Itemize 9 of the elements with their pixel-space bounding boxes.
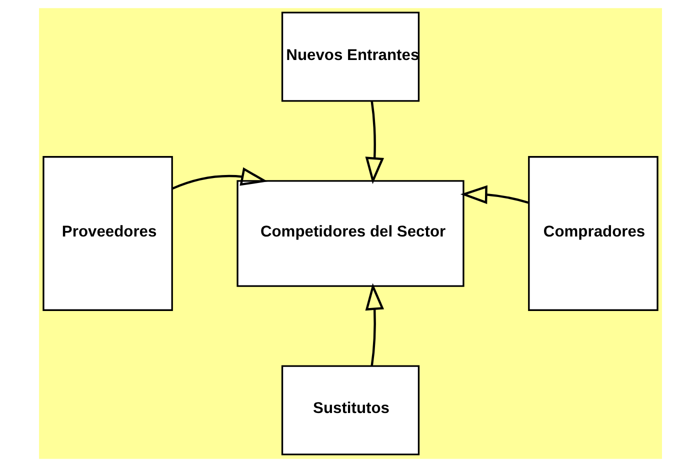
node-box: Proveedores bbox=[42, 156, 172, 311]
node-box: Sustitutos bbox=[280, 365, 420, 456]
arrow bbox=[364, 100, 384, 184]
arrow bbox=[460, 185, 528, 204]
node-box: Nuevos Entrantes bbox=[280, 12, 420, 102]
node-box: Compradores bbox=[528, 156, 658, 311]
arrow bbox=[364, 283, 384, 366]
arrow bbox=[171, 167, 268, 190]
node-box: Competidores del Sector bbox=[236, 180, 464, 287]
